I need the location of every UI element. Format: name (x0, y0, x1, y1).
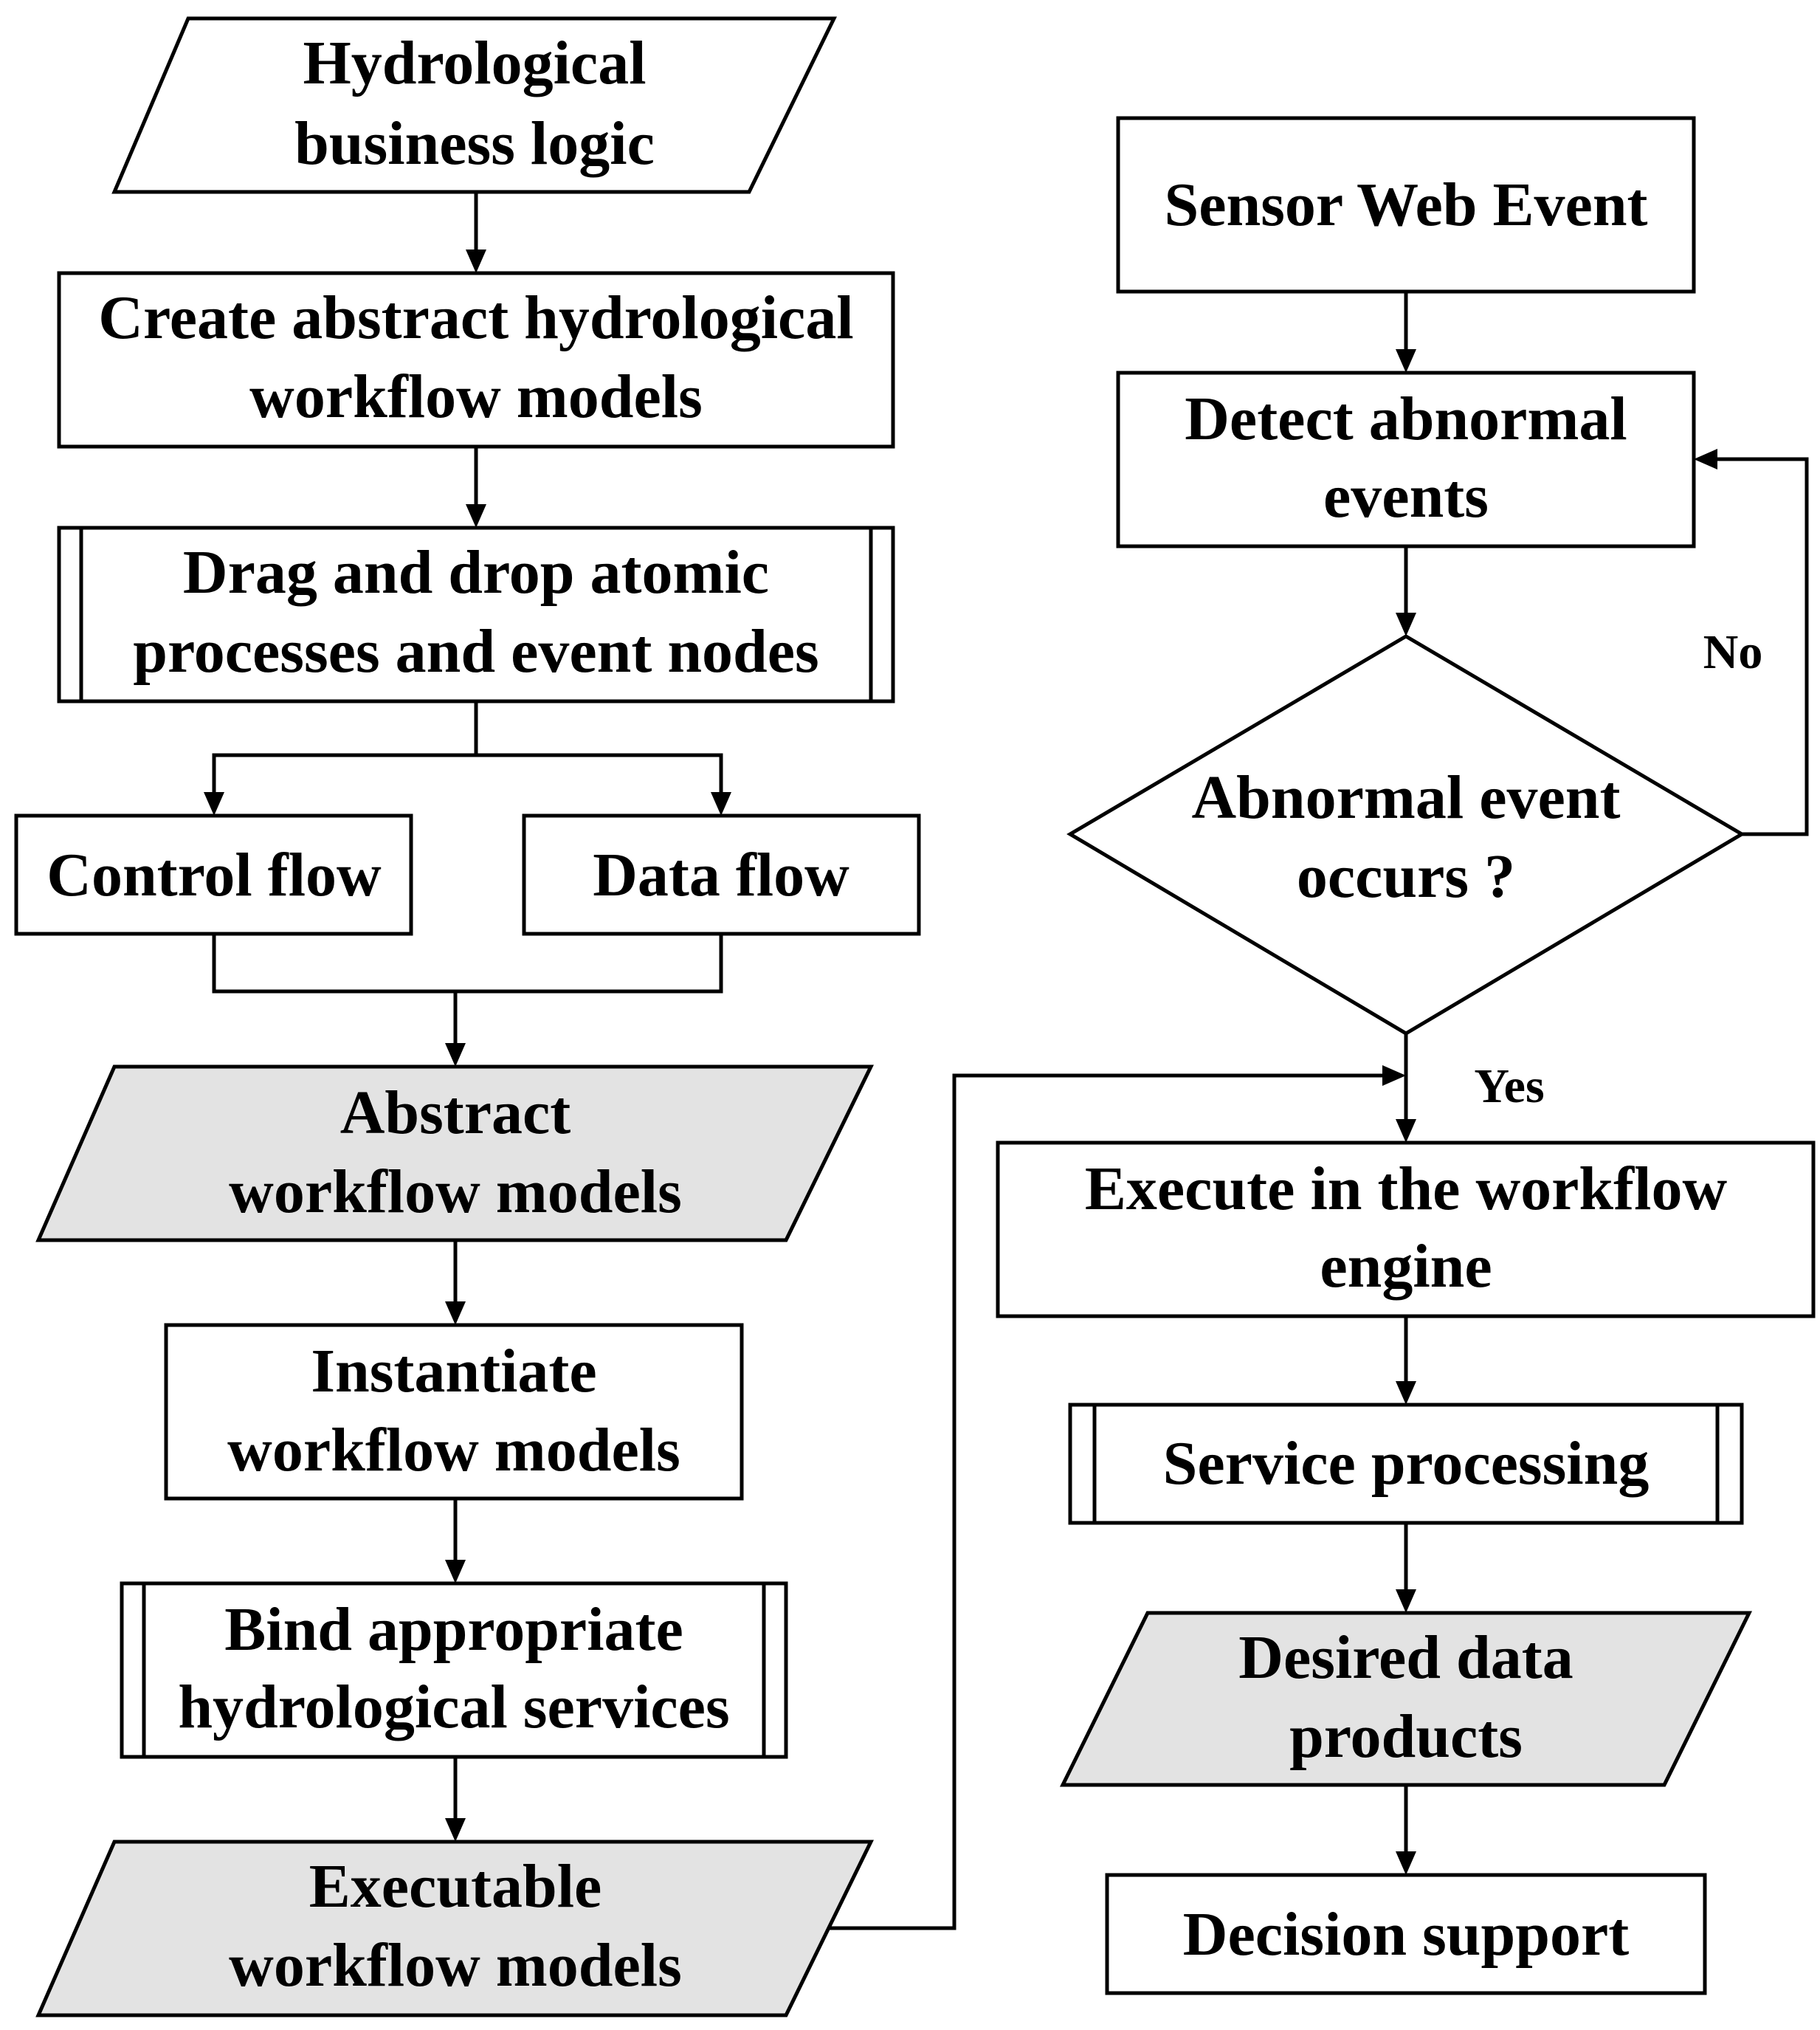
hydrological-business-logic-label-1: Hydrological (303, 29, 646, 97)
execute-workflow-engine-label-1: Execute in the workflow (1085, 1155, 1728, 1223)
executable-workflow-models-label-1: Executable (309, 1852, 602, 1921)
control-flow-label: Control flow (46, 841, 382, 909)
connector-logic-to-create (466, 192, 486, 273)
desired-data-products-node: Desired data products (1059, 1611, 1753, 1787)
connector-abstract-to-instantiate (445, 1240, 466, 1325)
drag-and-drop-label-2: processes and event nodes (133, 617, 819, 686)
drag-and-drop-node: Drag and drop atomic processes and event… (57, 526, 895, 703)
create-abstract-models-label-1: Create abstract hydrological (98, 283, 853, 352)
decision-support-label: Decision support (1183, 1900, 1629, 1969)
hydrological-business-logic-label-2: business logic (294, 109, 655, 178)
connector-sensor-to-detect (1396, 292, 1416, 373)
connector-bind-to-executable (445, 1757, 466, 1842)
service-processing-node: Service processing (1068, 1403, 1744, 1525)
sensor-web-event-label: Sensor Web Event (1164, 171, 1647, 239)
connector-detect-to-decision (1396, 546, 1416, 636)
detect-abnormal-events-node: Detect abnormal events (1116, 371, 1696, 548)
abnormal-event-decision-label-1: Abnormal event (1192, 763, 1621, 832)
abnormal-event-decision-label-2: occurs ? (1297, 842, 1515, 911)
connector-create-to-drag (466, 447, 486, 528)
decision-support-node: Decision support (1105, 1873, 1707, 1995)
desired-data-products-label-2: products (1289, 1702, 1523, 1771)
connector-flows-to-abstract (212, 934, 723, 1067)
create-abstract-models-label-2: workflow models (249, 362, 703, 431)
connector-products-to-support (1396, 1785, 1416, 1875)
connector-engine-to-service (1396, 1316, 1416, 1405)
desired-data-products-label-1: Desired data (1238, 1623, 1573, 1692)
abstract-workflow-models-label-2: workflow models (229, 1157, 682, 1226)
drag-and-drop-label-1: Drag and drop atomic (183, 538, 769, 607)
detect-abnormal-events-label-1: Detect abnormal (1185, 385, 1627, 453)
instantiate-workflow-models-label-2: workflow models (227, 1416, 680, 1484)
sensor-web-event-node: Sensor Web Event (1116, 116, 1696, 294)
bind-services-label-2: hydrological services (178, 1673, 729, 1741)
connector-decision-no-loop (1694, 449, 1809, 836)
executable-workflow-models-label-2: workflow models (229, 1931, 682, 2000)
instantiate-workflow-models-label-1: Instantiate (311, 1337, 596, 1405)
hydrological-business-logic-node: Hydrological business logic (111, 16, 838, 194)
edge-label-yes: Yes (1474, 1059, 1544, 1113)
abstract-workflow-models-node: Abstract workflow models (35, 1064, 875, 1242)
abstract-workflow-models-label-1: Abstract (340, 1078, 571, 1147)
create-abstract-models-node: Create abstract hydrological workflow mo… (57, 271, 895, 449)
control-flow-node: Control flow (14, 813, 413, 936)
instantiate-workflow-models-node: Instantiate workflow models (164, 1323, 744, 1501)
execute-workflow-engine-label-2: engine (1320, 1232, 1492, 1301)
service-processing-label: Service processing (1163, 1429, 1650, 1498)
abnormal-event-decision-node: Abnormal event occurs ? (1066, 634, 1745, 1036)
connector-decision-yes (1396, 1033, 1416, 1143)
bind-services-node: Bind appropriate hydrological services (120, 1581, 788, 1759)
connector-executable-to-engine (828, 1065, 1406, 1930)
data-flow-label: Data flow (593, 841, 849, 909)
bind-services-label-1: Bind appropriate (224, 1595, 683, 1664)
connector-service-to-products (1396, 1523, 1416, 1613)
edge-label-no: No (1703, 625, 1763, 679)
data-flow-node: Data flow (522, 813, 921, 936)
detect-abnormal-events-label-2: events (1323, 462, 1489, 531)
execute-workflow-engine-node: Execute in the workflow engine (996, 1140, 1816, 1318)
executable-workflow-models-node: Executable workflow models (35, 1840, 875, 2017)
connector-drag-to-flows (204, 701, 731, 816)
connector-instantiate-to-bind (445, 1499, 466, 1583)
